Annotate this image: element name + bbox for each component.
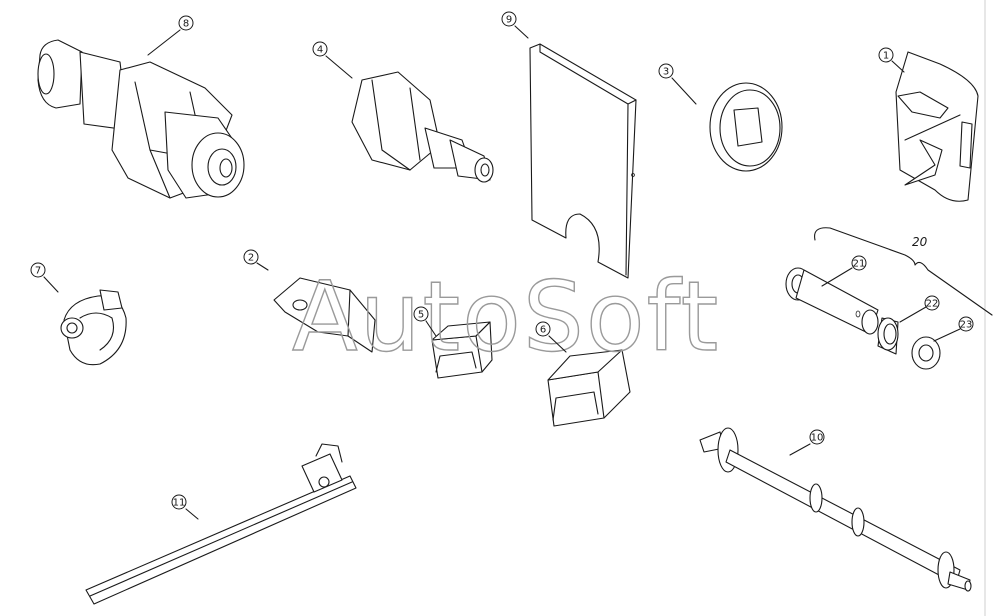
autosoft-watermark: AutoSoft <box>292 261 720 373</box>
part-11-rod-assembly <box>85 443 357 605</box>
callout-leaders <box>43 25 961 520</box>
group-label-20: 20 <box>912 235 928 249</box>
callout-11: 11 <box>171 494 187 510</box>
callout-21: 21 <box>851 255 867 271</box>
part-3-square-washer <box>709 82 783 172</box>
callout-4: 4 <box>312 41 328 57</box>
svg-text:22: 22 <box>926 299 939 310</box>
svg-text:9: 9 <box>506 15 512 26</box>
part-7-hose-clamp <box>60 289 127 366</box>
part-22-bushing <box>877 317 899 355</box>
svg-text:2: 2 <box>248 253 254 264</box>
callout-8: 8 <box>178 15 194 31</box>
callout-10: 10 <box>809 429 825 445</box>
part-23-washer <box>911 336 941 370</box>
part-4-hose-fitting <box>351 71 494 183</box>
callout-7: 7 <box>30 262 46 278</box>
svg-text:1: 1 <box>883 51 889 62</box>
part-1-spring-clip <box>895 51 979 202</box>
part-6-square-sleeve-large <box>547 349 631 427</box>
part-21-pin <box>785 267 879 335</box>
callout-21-label: 21 <box>853 259 866 270</box>
callout-6: 6 <box>535 321 551 337</box>
svg-text:23: 23 <box>960 320 973 331</box>
svg-text:10: 10 <box>811 433 824 444</box>
callout-9: 9 <box>501 11 517 27</box>
svg-text:3: 3 <box>663 67 669 78</box>
callout-23: 23 <box>958 316 974 332</box>
svg-text:8: 8 <box>183 19 189 30</box>
part-10-shaft <box>699 427 972 592</box>
part-5-square-sleeve <box>431 321 493 379</box>
group-20-bracket-line <box>814 227 993 316</box>
part-2-mounting-bracket <box>273 277 376 353</box>
part-8-adapter <box>37 39 245 199</box>
svg-text:5: 5 <box>418 310 424 321</box>
part-9-cover-plate <box>529 43 637 279</box>
callout-3: 3 <box>658 63 674 79</box>
callout-22: 22 <box>924 295 940 311</box>
callout-11-label: 11 <box>173 498 186 509</box>
callout-2: 2 <box>243 249 259 265</box>
callout-1: 1 <box>878 47 894 63</box>
svg-text:4: 4 <box>317 45 323 56</box>
svg-text:6: 6 <box>540 325 546 336</box>
callout-5: 5 <box>413 306 429 322</box>
svg-text:7: 7 <box>35 266 41 277</box>
